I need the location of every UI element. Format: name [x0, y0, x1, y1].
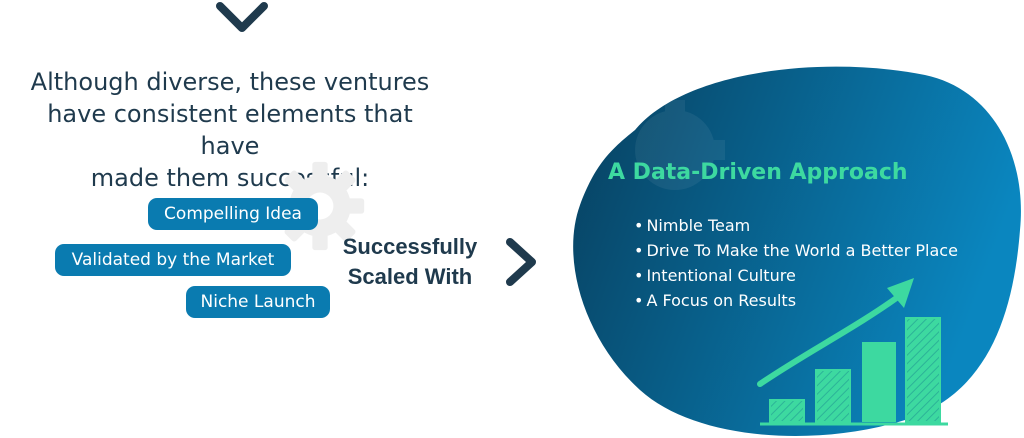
approach-bullets: Nimble Team Drive To Make the World a Be…	[634, 213, 958, 313]
bullet-item: Intentional Culture	[634, 263, 958, 288]
growth-chart-icon	[757, 278, 948, 426]
scaled-line-2: Scaled With	[347, 264, 473, 289]
chevron-right-icon	[506, 238, 536, 286]
scaled-line-1: Successfully	[342, 234, 478, 259]
intro-text: Although diverse, these ventures have co…	[20, 66, 440, 194]
pill-niche-launch: Niche Launch	[186, 286, 330, 318]
pill-validated-by-market: Validated by the Market	[55, 244, 291, 276]
chevron-down-icon	[216, 2, 268, 32]
intro-line: made them successful:	[90, 164, 370, 192]
intro-line: have consistent elements that have	[47, 100, 413, 160]
intro-line: Although diverse, these ventures	[30, 68, 430, 96]
approach-title: A Data-Driven Approach	[608, 160, 908, 185]
pill-compelling-idea: Compelling Idea	[148, 198, 318, 230]
bullet-item: Drive To Make the World a Better Place	[634, 238, 958, 263]
scaled-with-label: Successfully Scaled With	[328, 232, 492, 292]
bullet-item: A Focus on Results	[634, 288, 958, 313]
bullet-item: Nimble Team	[634, 213, 958, 238]
